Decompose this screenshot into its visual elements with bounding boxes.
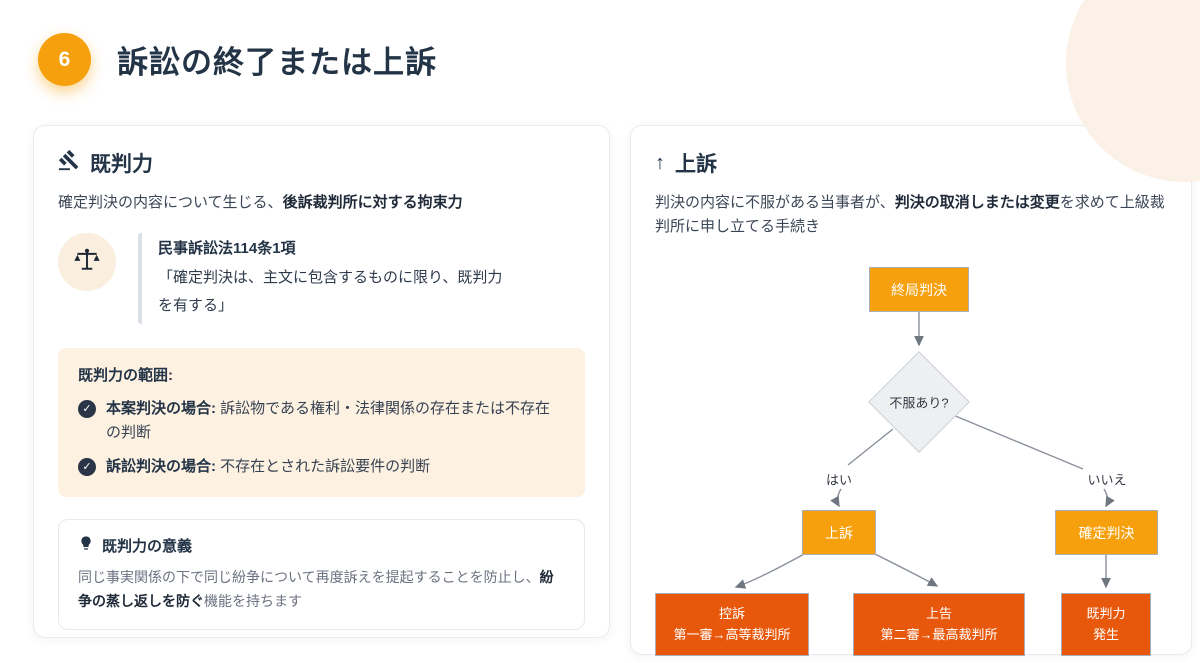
- edge-appeal-to-jokoku: [872, 552, 939, 587]
- appeal-intro-bold: 判決の取消しまたは変更: [894, 194, 1060, 211]
- edge-decision-to-no: [952, 414, 1084, 470]
- appeal-card: ↑ 上訴 判決の内容に不服がある当事者が、判決の取消しまたは変更を求めて上級裁判…: [630, 125, 1192, 656]
- res-judicata-card-title: 既判力: [58, 148, 585, 178]
- appeal-title-text: 上訴: [675, 153, 717, 176]
- res-judicata-intro: 確定判決の内容について生じる、後訴裁判所に対する拘束力: [58, 191, 585, 215]
- edge-appeal-to-koso: [734, 552, 807, 589]
- list-item: ✓ 訴訟判決の場合: 不存在とされた訴訟要件の判断: [78, 455, 565, 479]
- intro-bold-text: 後訴裁判所に対する拘束力: [282, 194, 463, 211]
- scope-box: 既判力の範囲: ✓ 本案判決の場合: 訴訟物である権利・法律関係の存在または不存…: [58, 347, 585, 497]
- significance-text-end: 機能を持ちます: [204, 593, 302, 609]
- significance-heading-text: 既判力の意義: [102, 537, 193, 555]
- intro-plain-text: 確定判決の内容について生じる、: [58, 194, 283, 211]
- node-jokoku-label: 上告: [925, 606, 952, 622]
- edge-label-yes: はい: [825, 472, 853, 488]
- node-res-judicata-label: 既判力: [1086, 606, 1126, 622]
- significance-body: 同じ事実関係の下で同じ紛争について再度訴えを提起することを防止し、紛争の蒸し返し…: [78, 565, 565, 614]
- node-res-judicata: 既判力 発生: [1061, 593, 1151, 656]
- appeal-card-title: ↑ 上訴: [655, 148, 1167, 178]
- node-appeal-label: 上訴: [825, 524, 853, 541]
- edge-label-no: いいえ: [1087, 472, 1127, 488]
- section-number-badge: 6: [38, 33, 91, 86]
- node-koso-sublabel: 第一審→高等裁判所: [673, 626, 791, 642]
- statute-quote-row: 民事訴訟法114条1項 「確定判決は、主文に包含するものに限り、既判力を有する」: [58, 233, 585, 324]
- scope-item-label: 訴訟判決の場合:: [106, 457, 216, 475]
- res-judicata-card: 既判力 確定判決の内容について生じる、後訴裁判所に対する拘束力: [33, 125, 610, 638]
- node-koso-label: 控訴: [718, 606, 745, 622]
- edge-no-to-fixed: [1103, 488, 1115, 508]
- cards-row: 既判力 確定判決の内容について生じる、後訴裁判所に対する拘束力: [0, 125, 1200, 656]
- appeal-intro-end: を求めて上級裁判所に申し立てる手続き: [655, 194, 1165, 235]
- up-arrow-icon: ↑: [655, 151, 665, 174]
- res-judicata-title-text: 既判力: [90, 153, 153, 176]
- edge-yes-to-appeal: [830, 488, 842, 508]
- check-icon: ✓: [78, 457, 96, 476]
- statute-body: 「確定判決は、主文に包含するものに限り、既判力を有する」: [158, 269, 503, 314]
- significance-box: 既判力の意義 同じ事実関係の下で同じ紛争について再度訴えを提起することを防止し、…: [58, 518, 585, 630]
- statute-quote: 民事訴訟法114条1項 「確定判決は、主文に包含するものに限り、既判力を有する」: [138, 233, 506, 324]
- significance-text-start: 同じ事実関係の下で同じ紛争について再度訴えを提起することを防止し、: [78, 568, 540, 585]
- list-item: ✓ 本案判決の場合: 訴訟物である権利・法律関係の存在または不存在の判断: [78, 397, 565, 445]
- lightbulb-icon: [78, 535, 94, 555]
- flowchart-edges: [734, 312, 1115, 589]
- scope-item-desc: 不存在とされた訴訟要件の判断: [216, 457, 431, 475]
- scope-item-text: 訴訟判決の場合: 不存在とされた訴訟要件の判断: [106, 455, 430, 479]
- decision-diamond-label: 不服あり?: [889, 395, 949, 411]
- scope-item-text: 本案判決の場合: 訴訟物である権利・法律関係の存在または不存在の判断: [106, 397, 565, 445]
- node-koso: 控訴 第一審→高等裁判所: [655, 593, 809, 656]
- node-fixed-judgment-label: 確定判決: [1078, 524, 1135, 541]
- node-final-judgment-label: 終局判決: [891, 281, 947, 298]
- page-title: 訴訟の終了または上訴: [117, 45, 437, 80]
- check-icon: ✓: [78, 399, 96, 418]
- significance-text-bold: 紛争の蒸し返しを防ぐ: [78, 568, 554, 610]
- appeal-intro-start: 判決の内容に不服がある当事者が、: [655, 194, 895, 211]
- edge-decision-to-yes: [847, 428, 894, 466]
- gavel-icon: [58, 149, 80, 177]
- node-final-judgment: 終局判決: [869, 267, 969, 312]
- node-appeal: 上訴: [802, 510, 876, 555]
- appeal-flowchart: 終局判決 不服あり? はい いいえ 上訴 確定判決 控訴 第一審→高等裁判所 上…: [655, 257, 1171, 661]
- appeal-intro: 判決の内容に不服がある当事者が、判決の取消しまたは変更を求めて上級裁判所に申し立…: [655, 191, 1167, 239]
- scales-badge: [58, 233, 116, 291]
- scope-item-desc: 訴訟物である権利・法律関係の存在または不存在の判断: [106, 399, 551, 441]
- node-jokoku-sublabel: 第二審→最高裁判所: [880, 626, 998, 642]
- scales-icon: [73, 246, 101, 279]
- node-res-judicata-sublabel: 発生: [1092, 626, 1119, 642]
- statute-title: 民事訴訟法114条1項: [158, 240, 296, 257]
- node-fixed-judgment: 確定判決: [1055, 510, 1158, 555]
- page-header: 6 訴訟の終了または上訴: [0, 0, 1200, 86]
- scope-heading: 既判力の範囲:: [78, 366, 173, 384]
- node-jokoku: 上告 第二審→最高裁判所: [853, 593, 1025, 656]
- significance-heading: 既判力の意義: [78, 535, 565, 556]
- scope-item-label: 本案判決の場合:: [106, 399, 216, 417]
